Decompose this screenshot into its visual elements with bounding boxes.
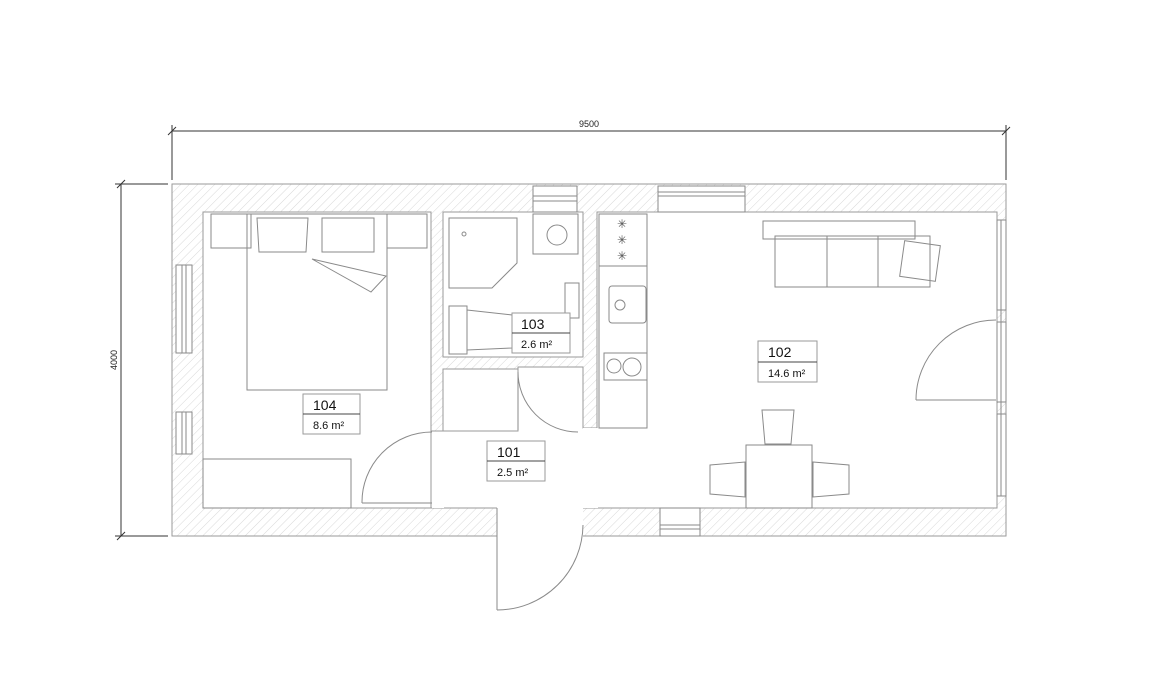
- closet: [442, 368, 519, 432]
- room-number: 104: [313, 397, 337, 413]
- room-number: 101: [497, 444, 521, 460]
- label-102: 102 14.6 m²: [757, 340, 818, 383]
- dining-table: [709, 409, 850, 509]
- doors: [361, 319, 997, 611]
- room-area: 2.6 m²: [521, 339, 553, 351]
- shower: [448, 217, 518, 289]
- svg-text:✳: ✳: [617, 233, 627, 247]
- label-101: 101 2.5 m²: [486, 440, 546, 482]
- windows: [175, 185, 1007, 537]
- room-number: 102: [768, 344, 792, 360]
- sofa: [762, 220, 941, 288]
- washing-machine: [532, 213, 579, 255]
- bathroom-sink: [564, 282, 580, 319]
- room-area: 14.6 m²: [768, 368, 806, 380]
- svg-text:✳: ✳: [617, 249, 627, 263]
- room-area: 2.5 m²: [497, 467, 529, 479]
- label-104: 104 8.6 m²: [302, 393, 361, 435]
- room-area: 8.6 m²: [313, 420, 345, 432]
- bed: [210, 213, 428, 391]
- width-label: 9500: [579, 119, 599, 129]
- svg-text:✳: ✳: [617, 217, 627, 231]
- room-104-bedroom: [202, 211, 432, 509]
- dimension-width: 9500: [167, 119, 1011, 180]
- label-103: 103 2.6 m²: [511, 312, 571, 354]
- height-label: 4000: [109, 350, 119, 370]
- dimension-height: 4000: [109, 179, 168, 541]
- kitchen-counter: ✳ ✳ ✳: [598, 213, 648, 429]
- room-number: 103: [521, 316, 545, 332]
- wardrobe: [202, 458, 352, 509]
